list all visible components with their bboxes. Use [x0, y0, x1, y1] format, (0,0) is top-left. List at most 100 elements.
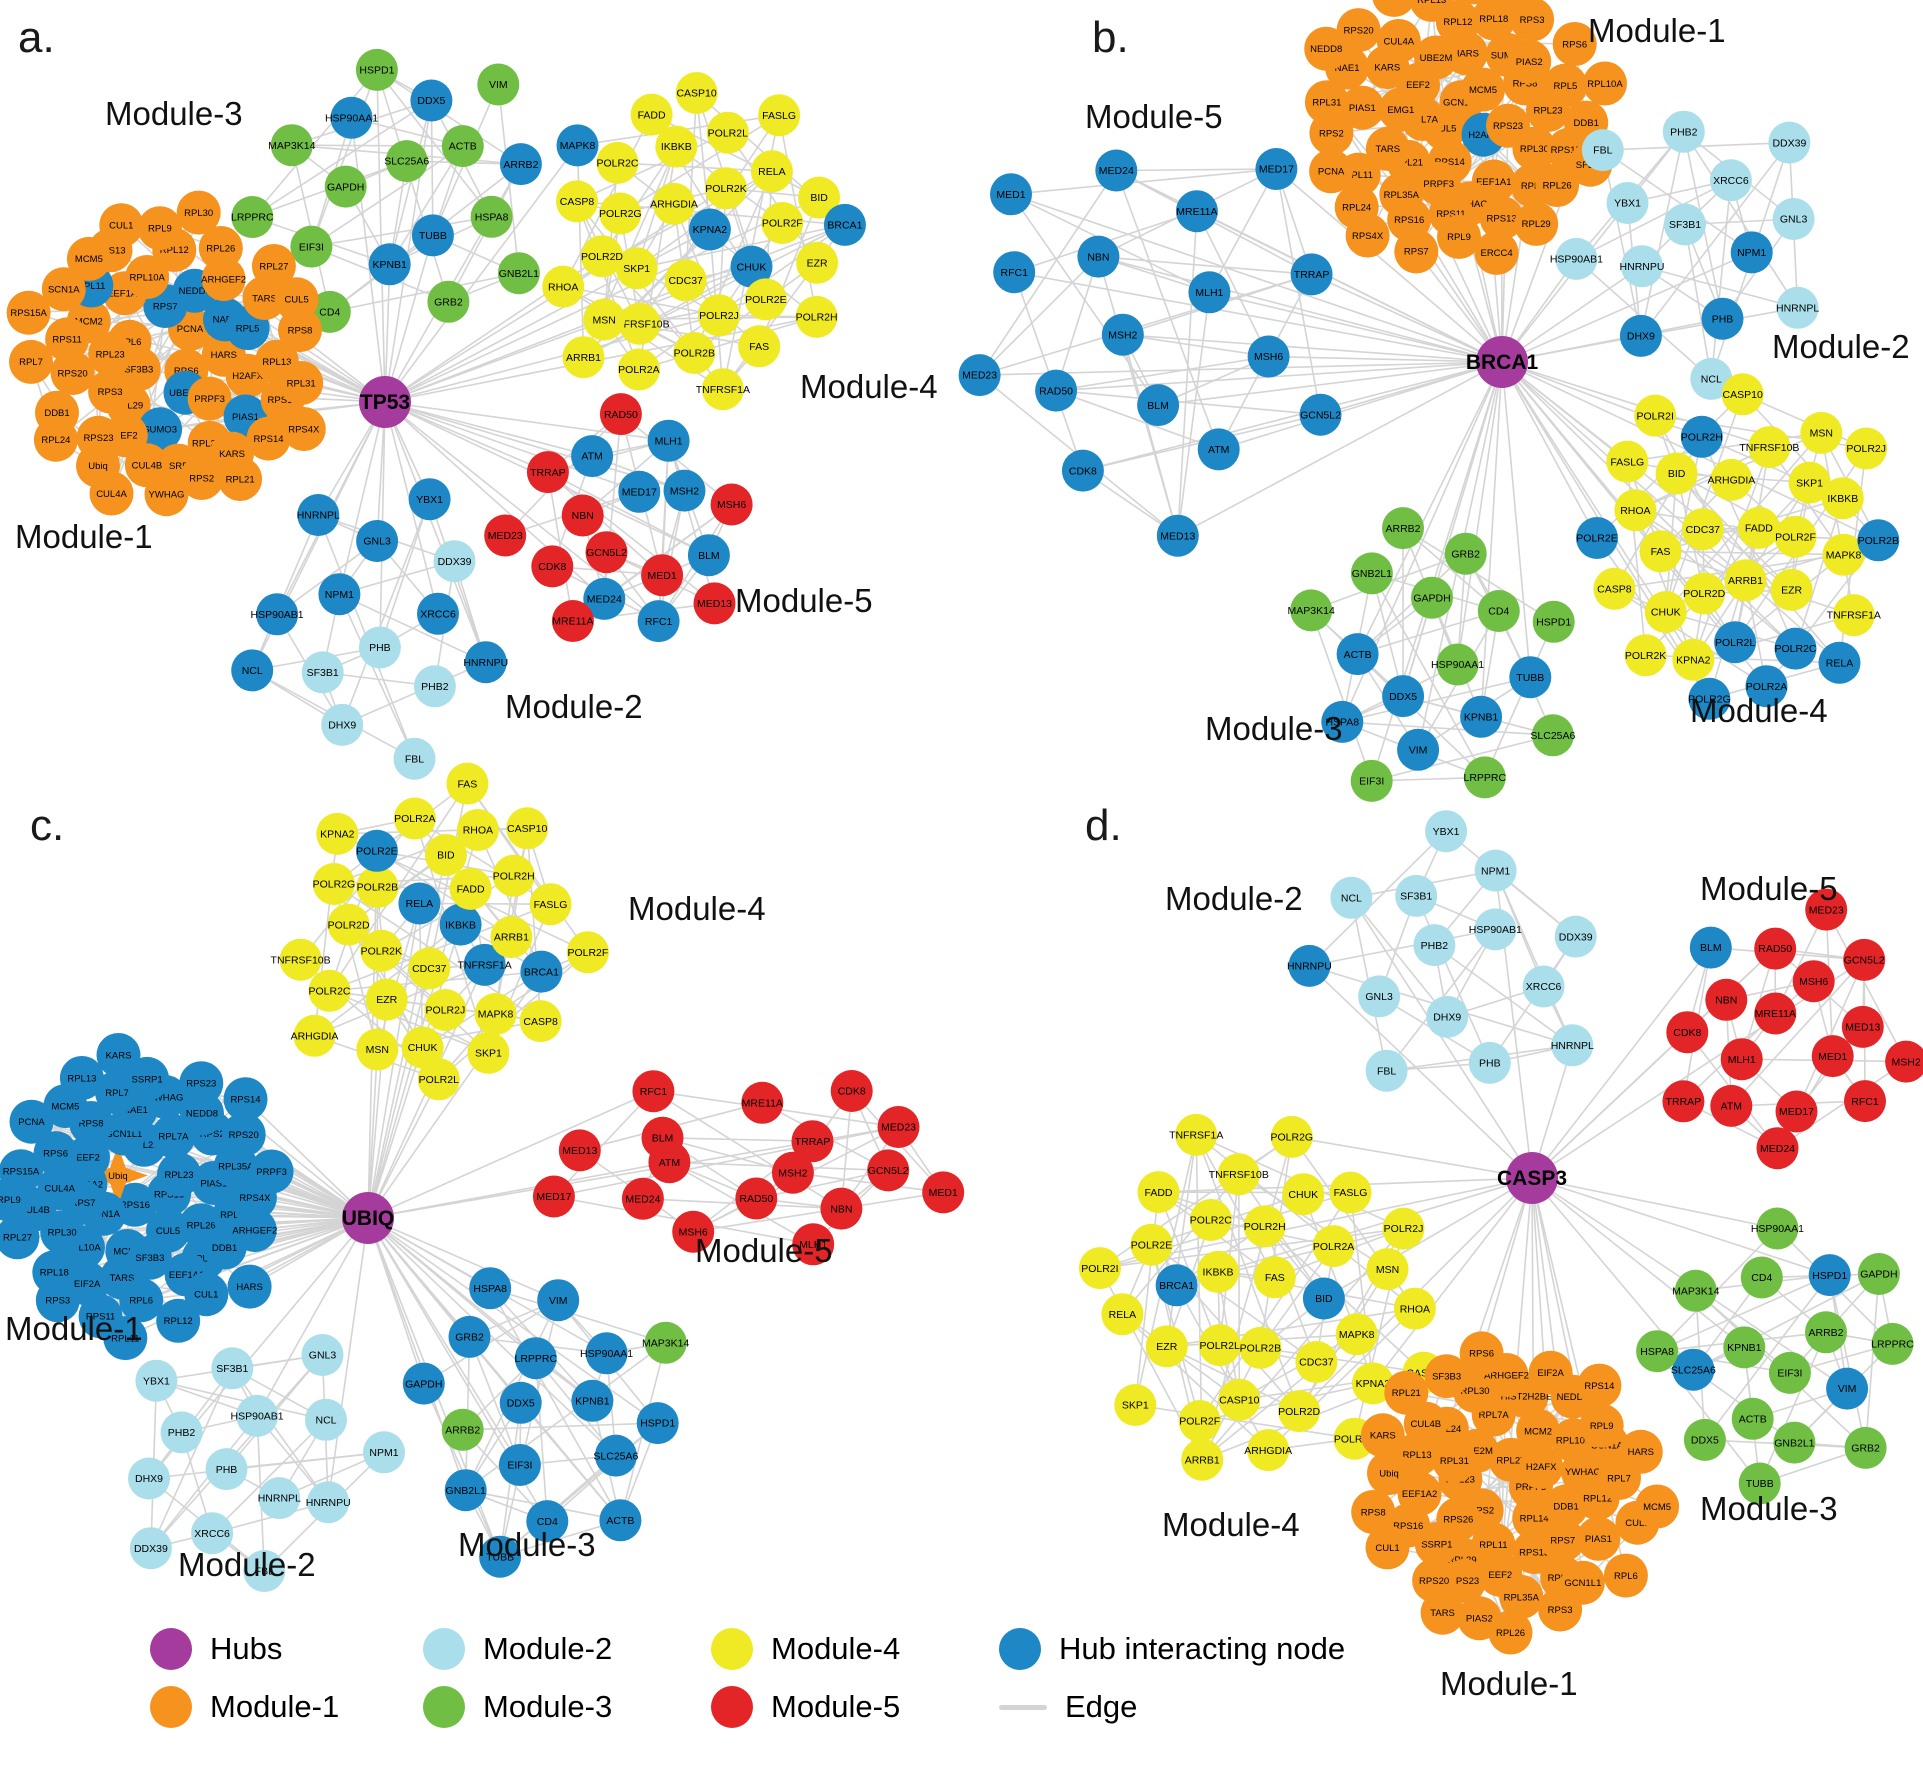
node-label: POLR2E	[745, 294, 786, 306]
node-label: EEF1A1	[107, 289, 142, 300]
node-PIAS1	[1576, 1516, 1621, 1561]
node-label: ARRB1	[494, 932, 529, 944]
node-label: KARS	[106, 1050, 132, 1061]
node-POLR2H	[1680, 415, 1723, 458]
node-KPNA2	[1351, 1362, 1394, 1405]
node-label: RPL13	[262, 357, 291, 368]
node-RPS7	[1540, 1518, 1585, 1562]
node-label: RAD50	[1758, 943, 1792, 955]
node-label: HSPD1	[359, 65, 394, 77]
node-label: NEDD8	[1557, 1392, 1589, 1403]
node-label: DDX39	[1772, 137, 1806, 149]
module-label-module-5: Module-5	[735, 582, 873, 619]
node-label: CDK8	[1069, 465, 1097, 477]
node-LRPPRC	[1463, 756, 1506, 799]
node-RPS14	[246, 416, 291, 461]
node-NBN	[1077, 235, 1120, 278]
node-RAD50	[1035, 369, 1078, 412]
node-label: HSPA8	[473, 1283, 507, 1295]
node-KPNB1	[1723, 1326, 1766, 1369]
node-label: POLR2B	[674, 348, 715, 360]
node-label: PHB2	[421, 681, 449, 693]
node-FBL	[393, 737, 436, 780]
node-label: NPM1	[1737, 247, 1766, 259]
node-label: RPS3	[98, 387, 123, 398]
node-SLC25A6	[594, 1434, 637, 1477]
node-label: ATM	[1721, 1101, 1742, 1113]
node-MED1	[641, 554, 684, 597]
node-label: POLR2L	[1200, 1340, 1240, 1352]
node-RPS6	[1459, 1331, 1504, 1376]
node-label: CUL1	[1375, 1543, 1399, 1554]
node-label: MSH6	[679, 1226, 708, 1238]
node-RPS3	[35, 1278, 80, 1323]
node-label: RPS15A	[3, 1167, 40, 1178]
node-KARS	[1360, 1413, 1405, 1458]
node-label: PIAS1	[1349, 103, 1376, 114]
node-MCM5	[66, 236, 111, 281]
node-label: POLR2L	[419, 1074, 459, 1086]
node-FASLG	[758, 94, 801, 137]
node-label: RPL27	[259, 261, 288, 272]
node-label: MAPK8	[1339, 1329, 1375, 1341]
node-label: ARRB2	[503, 159, 538, 171]
node-label: Ubiq	[108, 1171, 128, 1182]
node-POLR2G	[1688, 677, 1731, 720]
node-RAD50	[599, 393, 642, 436]
node-label: RPL21	[1392, 1388, 1421, 1399]
node-NCL	[1690, 357, 1733, 400]
node-label: SF3B3	[1432, 1372, 1461, 1383]
node-label: RPL30	[184, 208, 213, 219]
node-label: RPS23	[83, 433, 113, 444]
node-label: GAPDH	[327, 181, 364, 193]
node-SKP1	[615, 247, 658, 290]
node-label: MED24	[587, 594, 622, 606]
node-POLR2D	[1278, 1390, 1321, 1433]
legend-item-module-4: Module-4	[711, 1628, 981, 1670]
node-RPL30	[1512, 126, 1557, 171]
node-FADD	[630, 93, 673, 136]
node-label: NCL	[242, 665, 263, 677]
node-label: NEDD8	[186, 1109, 218, 1120]
node-label: RPS20	[58, 368, 88, 379]
node-label: PIAS1	[1585, 1534, 1612, 1545]
node-label: RELA	[1826, 658, 1853, 670]
node-label: SKP1	[475, 1048, 502, 1060]
node-TARS	[1365, 126, 1410, 171]
node-label: DDX5	[1691, 1435, 1719, 1447]
node-SCN1A	[41, 267, 86, 312]
node-BID	[798, 176, 841, 219]
node-label: GNB2L1	[1352, 568, 1392, 580]
node-label: POLR2C	[308, 985, 350, 997]
node-label: CUL4A	[96, 489, 127, 500]
node-label: HIST2H2BE	[1501, 1392, 1553, 1403]
node-label: SF3B1	[307, 667, 339, 679]
node-label: RHOA	[1400, 1303, 1430, 1315]
node-label: MRE11A	[1755, 1008, 1796, 1020]
node-label: FBL	[1593, 145, 1612, 157]
node-label: CUL4B	[19, 1205, 50, 1216]
node-label: NCL	[1341, 893, 1362, 905]
node-RPL13	[59, 1056, 104, 1100]
node-ARRB2	[1382, 507, 1424, 550]
node-POLR2I	[1078, 1247, 1121, 1290]
node-RAD50	[1754, 927, 1797, 970]
node-GNL3	[301, 1334, 344, 1376]
node-label: RPL11	[111, 1333, 139, 1344]
node-label: XRCC6	[420, 608, 456, 620]
node-HSPD1	[636, 1402, 679, 1445]
node-label: NAE1	[213, 315, 238, 326]
node-RPL10A	[1583, 61, 1627, 106]
node-label: RPL29	[114, 401, 143, 412]
node-label: RELA	[1109, 1309, 1136, 1321]
node-TUBB	[479, 1535, 522, 1578]
node-FBL	[243, 1550, 286, 1592]
node-label: CUL1	[194, 1290, 218, 1301]
node-label: POLR2B	[1240, 1343, 1281, 1355]
node-TNFRSF10B	[1217, 1153, 1260, 1196]
node-POLR2J	[1845, 427, 1888, 470]
node-MSN	[1800, 411, 1843, 454]
node-label: HARS	[236, 1282, 262, 1293]
node-label: TNFRSF1A	[1169, 1130, 1223, 1142]
node-label: MSH6	[1254, 351, 1283, 363]
